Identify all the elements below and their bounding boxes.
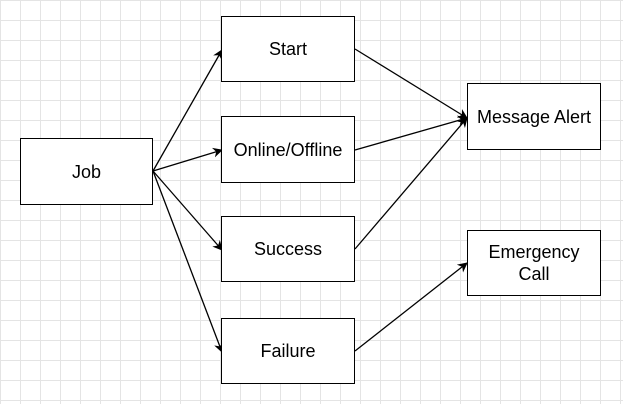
edge-job-to-online[interactable]	[152, 147, 223, 172]
node-success[interactable]: Success	[221, 216, 355, 282]
node-online-offline[interactable]: Online/Offline	[221, 116, 355, 183]
edge-job-to-start[interactable]	[152, 49, 223, 172]
node-start[interactable]: Start	[221, 16, 355, 82]
edge-online-to-message[interactable]	[354, 115, 468, 151]
node-job[interactable]: Job	[20, 138, 153, 205]
edge-job-to-failure[interactable]	[152, 170, 224, 353]
edge-failure-to-emergency[interactable]	[354, 262, 468, 352]
edge-job-to-success[interactable]	[152, 170, 223, 251]
node-emergency-call[interactable]: Emergency Call	[467, 230, 601, 296]
node-message-alert[interactable]: Message Alert	[467, 83, 601, 150]
edge-success-to-message[interactable]	[354, 117, 468, 250]
node-failure[interactable]: Failure	[221, 318, 355, 384]
edge-start-to-message[interactable]	[354, 48, 468, 119]
